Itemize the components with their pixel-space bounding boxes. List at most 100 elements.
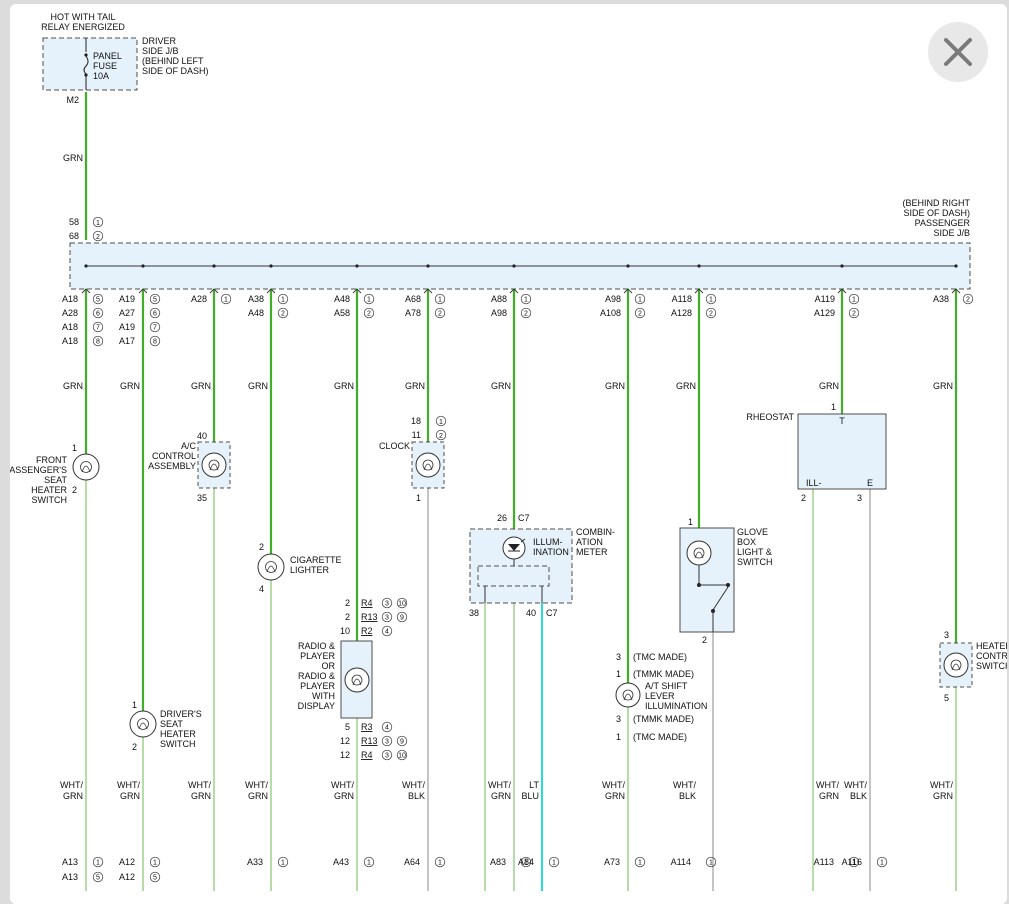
branch-3-bot-pin-0: A33: [247, 857, 263, 867]
ac-label-3: ASSEMBLY: [148, 461, 196, 471]
branch-8-top-conn-0: 1: [638, 297, 642, 304]
rheostat-pin-top: 1: [831, 402, 836, 412]
branch-6-top-pin-0: A88: [491, 294, 507, 304]
branch-8-bot-conn-0-ring: [634, 856, 646, 868]
radio-pins_top-pin-1: 2: [345, 612, 350, 622]
branch-5-top-pin-0: A68: [405, 294, 421, 304]
branch-1-top-conn-3-ring: [149, 335, 161, 347]
branch-2-tap: [212, 264, 216, 268]
branch-8-arrow: [623, 288, 633, 294]
ac-pin-top: 40: [197, 431, 207, 441]
branch-5-top-conn-1: 2: [438, 311, 442, 318]
branch-4-wire-bot-1: WHT/: [331, 780, 354, 790]
glove-pin-bot: 2: [702, 635, 707, 645]
radio-pins_top-alt-0: 10: [398, 601, 406, 608]
branch-0-top-conn-1: 6: [96, 311, 100, 318]
branch-9-top-conn-0-ring: [705, 293, 717, 305]
branch-4-top-pin-1: A58: [334, 308, 350, 318]
cigarette-lighter: [257, 553, 285, 581]
branch-12-tap: [954, 264, 958, 268]
branch-1-top-conn-0: 5: [153, 297, 157, 304]
at-note-1-pin: 3: [616, 652, 621, 662]
front-seat-label-4: HEATER: [31, 485, 67, 495]
branch-6-top-conn-1: 2: [524, 311, 528, 318]
branch-5-tap: [426, 264, 430, 268]
branch-9-top-pin-1: A128: [671, 308, 692, 318]
branch-3-top-conn-1-ring: [277, 307, 289, 319]
branch-9-wire-bot-2: BLK: [679, 791, 696, 801]
radio-label-5: PLAYER: [300, 681, 335, 691]
branch-3-top-conn-1: 2: [281, 311, 285, 318]
branch-5-top-conn-0-ring: [434, 293, 446, 305]
rheostat-box: [797, 413, 887, 490]
glove-box-switch-icon: [697, 565, 730, 632]
radio-pins_top-conn-0: R4: [361, 598, 373, 608]
front-seat-label-5: SWITCH: [32, 495, 68, 505]
radio-lamp-icon: [344, 667, 370, 693]
close-button[interactable]: [928, 22, 988, 82]
glove-label-4: SWITCH: [737, 557, 773, 567]
driver-jb-label-1: DRIVER: [142, 36, 177, 46]
branch-9-bot-conn-0-ring: [705, 856, 717, 868]
branch-9-wire-color: GRN: [676, 381, 696, 391]
branch-12-wire-bot-2: GRN: [933, 791, 953, 801]
driver-seat-label-3: HEATER: [160, 729, 196, 739]
branch-5-wire-bot-2: BLK: [408, 791, 425, 801]
combo-illum-1: ILLUM-: [533, 537, 563, 547]
branch-6-wire-color: GRN: [491, 381, 511, 391]
branch-11-bot-conn-0: 1: [880, 860, 884, 867]
branch-5-arrow: [423, 288, 433, 294]
branch-3-wire-color: GRN: [248, 381, 268, 391]
combo-illum-2: INATION: [533, 547, 569, 557]
branch-10-bot-conn-0-ring: [848, 856, 860, 868]
branch-10-top-conn-1-ring: [848, 307, 860, 319]
radio-pins_top-cav-0: 3: [385, 601, 389, 608]
radio-pins_bot-alt-1: 9: [400, 739, 404, 746]
glove-box-lamp-icon: [686, 540, 712, 566]
branch-12-top-conn-0-ring: [962, 293, 974, 305]
ac-label-2: CONTROL: [152, 451, 196, 461]
clock-pin-11: 11: [412, 430, 421, 440]
branch-10-bot-conn-0: 1: [852, 860, 856, 867]
branch-10-wire-bot-1: WHT/: [816, 780, 839, 790]
clock-pin-11-conn: 2: [439, 433, 443, 440]
branch-6-bot-conn-0-ring: [520, 856, 532, 868]
lighter-label-2: LIGHTER: [290, 565, 330, 575]
radio-label-2: PLAYER: [300, 651, 335, 661]
driver-seat-pin-top: 1: [132, 700, 137, 710]
feed-wire-color: GRN: [63, 153, 83, 163]
at-label-3: ILLUMINATION: [645, 701, 707, 711]
branch-11-wire-bot-1: WHT/: [844, 780, 867, 790]
branch-6-bot-pin-0: A83: [490, 857, 506, 867]
branch-1-top-conn-2-ring: [149, 321, 161, 333]
branch-7-bot-conn-0-ring: [548, 856, 560, 868]
ac-label-1: A/C: [181, 441, 197, 451]
branch-1-top-conn-0-ring: [149, 293, 161, 305]
branch-1-bot-conn-1: 5: [153, 875, 157, 882]
branch-3-bot-conn-0: 1: [281, 860, 285, 867]
branch-0-bot-pin-0: A13: [62, 857, 78, 867]
radio-pins_bot-alt-1-ring: [396, 735, 408, 747]
radio-label-3: OR: [322, 661, 336, 671]
branch-9-arrow: [694, 288, 704, 294]
front-seat-heater-switch: [72, 453, 100, 481]
branch-10-top-pin-1: A129: [814, 308, 835, 318]
lighter-pin-top: 2: [259, 542, 264, 552]
radio-pins_top-cav-0-ring: [381, 597, 393, 609]
branch-4-top-pin-0: A48: [334, 294, 350, 304]
front-seat-pin-bot: 2: [72, 485, 77, 495]
branch-0-top-conn-0-ring: [92, 293, 104, 305]
radio-pins_bot-pin-2: 12: [340, 750, 350, 760]
at-label-2: LEVER: [645, 691, 675, 701]
driver-seat-label-2: SEAT: [160, 719, 183, 729]
rheostat-e: E: [867, 478, 873, 488]
ac-pin-bot: 35: [197, 493, 207, 503]
branch-6-bot-conn-0: 1: [524, 860, 528, 867]
branch-10-top-conn-1: 2: [852, 311, 856, 318]
rheostat-label: RHEOSTAT: [746, 412, 794, 422]
heater-label-1: HEATER: [976, 641, 1009, 651]
radio-pins_bot-cav-0: 4: [385, 725, 389, 732]
radio-pins_bot-pin-0: 5: [345, 722, 350, 732]
radio-label-1: RADIO &: [298, 641, 335, 651]
